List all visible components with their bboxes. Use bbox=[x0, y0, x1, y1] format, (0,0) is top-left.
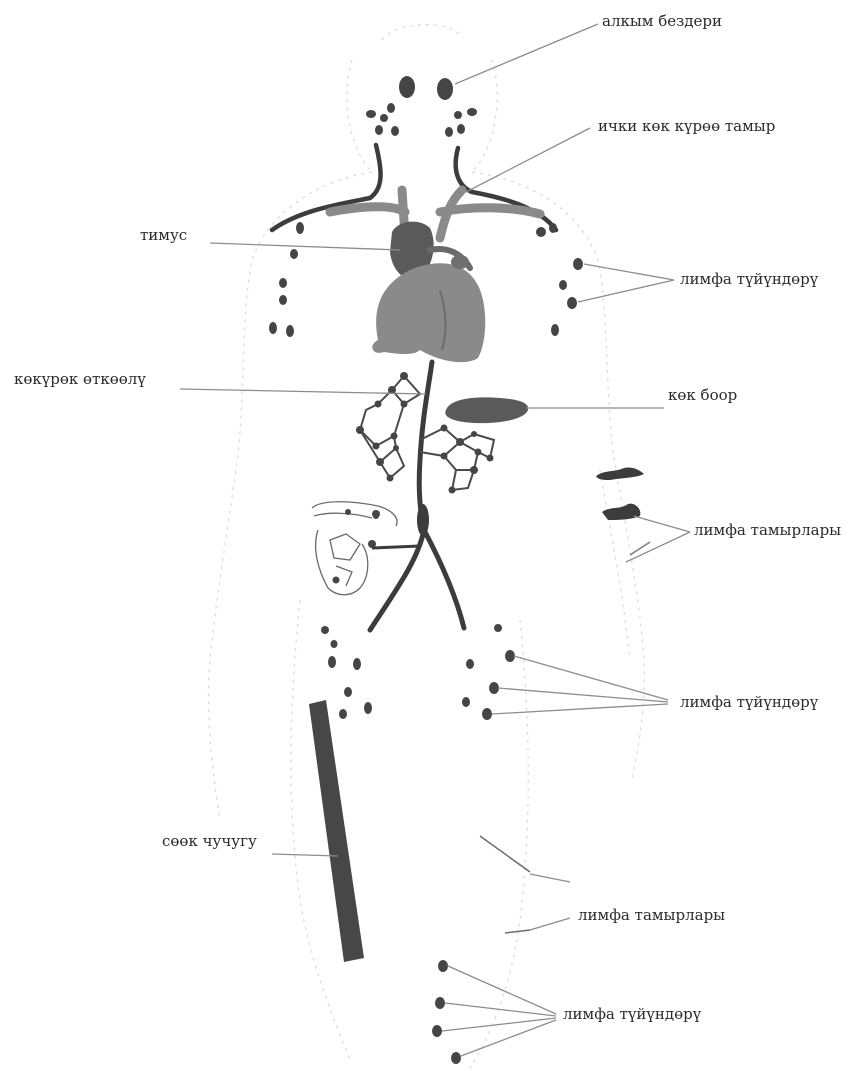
label-bone-marrow: сөөк чучугу bbox=[162, 832, 257, 850]
label-jugular-vein: ички көк күрөө тамыр bbox=[598, 117, 775, 135]
leader-nodes-low-1 bbox=[448, 966, 556, 1014]
label-lymph-vessels-lower: лимфа тамырлары bbox=[578, 906, 725, 924]
label-spleen: көк боор bbox=[668, 386, 737, 404]
leader-vessels-lower-1 bbox=[530, 874, 570, 882]
leader-nodes-low-4 bbox=[461, 1020, 556, 1056]
leader-thymus bbox=[210, 243, 400, 250]
leader-vessels-upper-2 bbox=[626, 532, 690, 562]
neck-vessels bbox=[272, 145, 556, 230]
inguinal-lymph-nodes bbox=[318, 624, 515, 720]
leader-nodes-mid-2 bbox=[498, 688, 668, 702]
leader-nodes-mid-1 bbox=[514, 656, 668, 700]
leader-nodes-mid-3 bbox=[492, 704, 668, 714]
leader-lines bbox=[180, 24, 690, 1056]
thoracic-duct bbox=[370, 362, 464, 630]
label-thymus: тимус bbox=[140, 226, 187, 244]
leader-nodes-upper-1 bbox=[584, 264, 674, 280]
cisterna-chyli bbox=[417, 504, 429, 536]
tonsil-right bbox=[437, 78, 453, 100]
label-lymph-vessels-upper: лимфа тамырлары bbox=[694, 521, 841, 539]
label-thoracic-duct: көкүрөк өткөөлү bbox=[14, 370, 146, 388]
leader-marrow bbox=[272, 854, 338, 856]
lymph-vessel-side bbox=[630, 542, 650, 555]
tonsil-left bbox=[399, 76, 415, 98]
label-lymph-nodes-upper: лимфа түйүндөрү bbox=[680, 270, 818, 288]
leader-jugular bbox=[466, 128, 590, 192]
spleen bbox=[445, 397, 528, 423]
tonsils bbox=[399, 76, 453, 100]
label-lymph-nodes-lower: лимфа түйүндөрү bbox=[563, 1005, 701, 1023]
jugular-vein bbox=[330, 190, 540, 238]
leader-nodes-low-2 bbox=[445, 1003, 556, 1016]
leader-nodes-low-3 bbox=[442, 1018, 556, 1031]
neck-lymph-nodes bbox=[366, 103, 477, 137]
bone-marrow bbox=[309, 700, 364, 962]
heart bbox=[372, 249, 485, 362]
lymph-vessels-lower bbox=[480, 836, 530, 933]
leader-vessels-upper-1 bbox=[634, 516, 690, 532]
lymph-vessels-upper bbox=[596, 467, 644, 520]
intestine-duct-link bbox=[372, 546, 420, 548]
leader-vessels-lower-2 bbox=[530, 918, 570, 930]
intestine-lymph-nodes bbox=[333, 509, 381, 584]
label-lymph-nodes-middle: лимфа түйүндөрү bbox=[680, 693, 818, 711]
label-tonsils: алкым бездери bbox=[602, 12, 722, 30]
leader-nodes-upper-2 bbox=[578, 280, 674, 302]
lower-lymph-nodes bbox=[432, 960, 461, 1064]
leader-tonsils bbox=[455, 24, 598, 84]
